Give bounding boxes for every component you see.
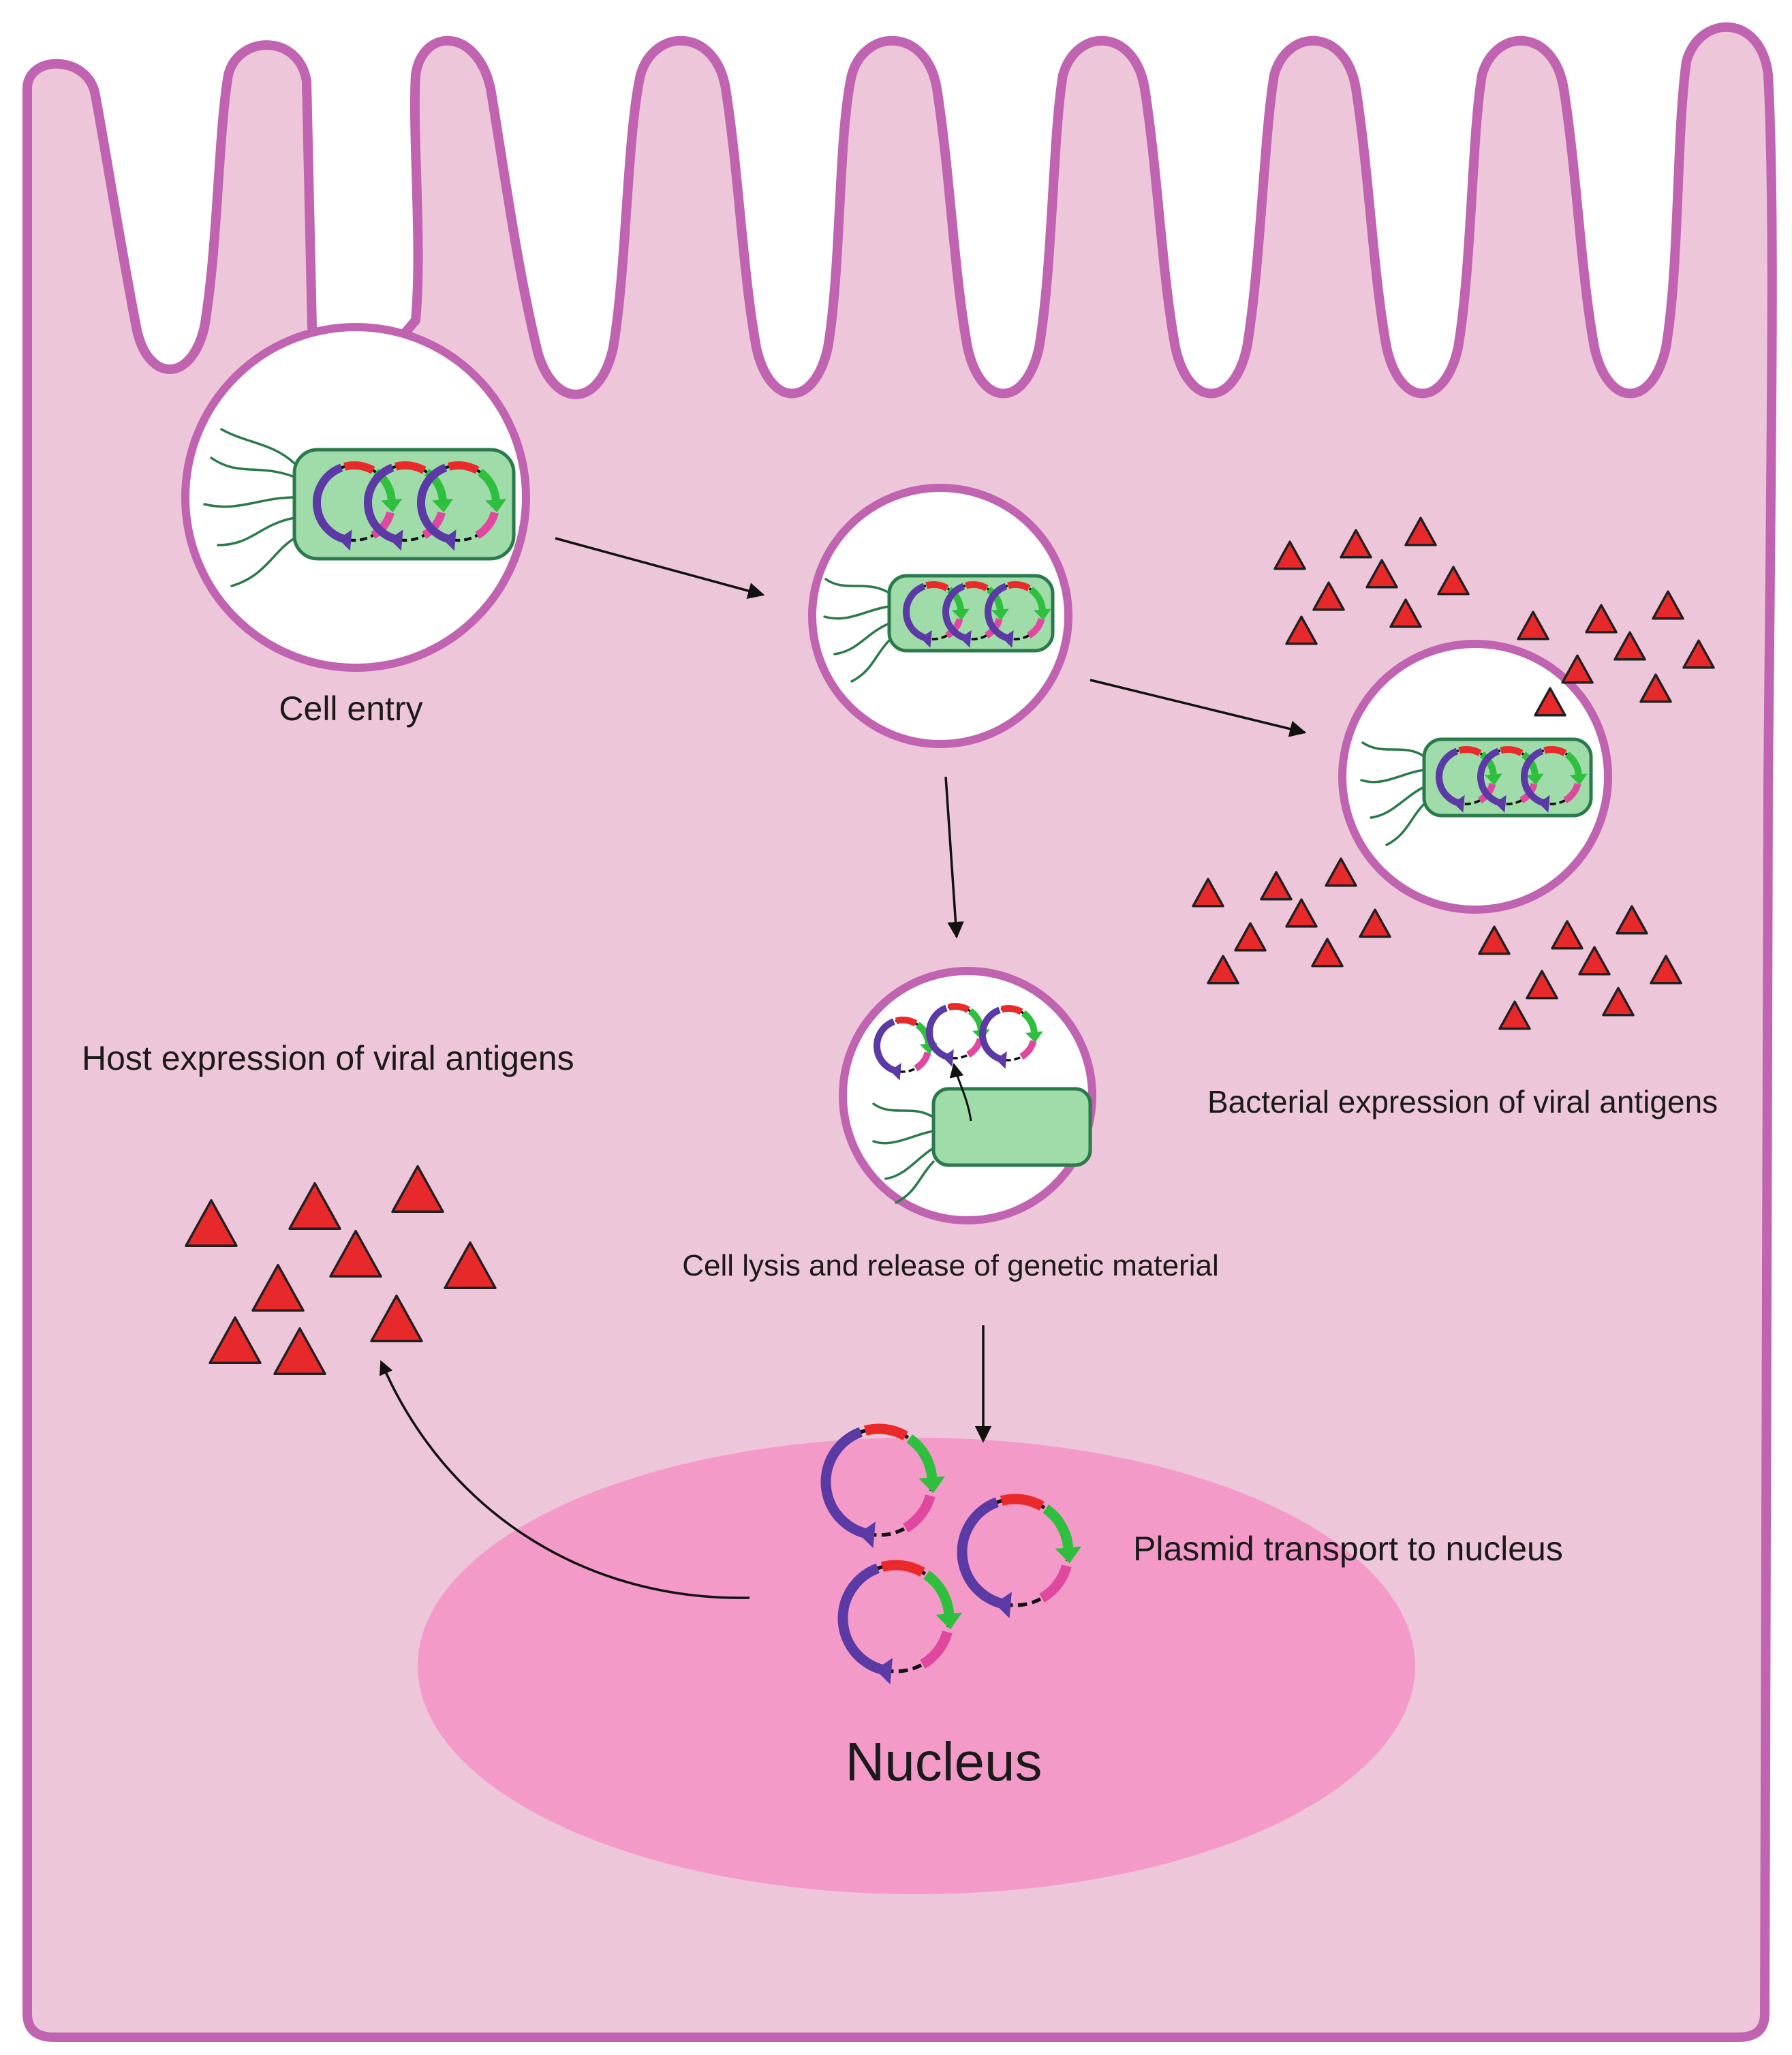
plasmid-icon <box>837 1560 963 1685</box>
label-host-expression: Host expression of viral antigens <box>82 1039 574 1077</box>
arrow-to-host-expression <box>379 1360 750 1599</box>
antigen-icon <box>1273 540 1306 570</box>
antigen-icon <box>1526 970 1558 1000</box>
antigen-icon <box>1613 631 1646 661</box>
antigen-icon <box>1578 946 1611 976</box>
antigen-icon <box>1192 878 1224 908</box>
antigen-icon <box>1616 905 1648 935</box>
label-plasmid-transport: Plasmid transport to nucleus <box>1133 1530 1563 1568</box>
antigen-icon <box>1404 516 1437 546</box>
antigen-icon <box>1517 611 1549 640</box>
antigen-icon <box>1437 566 1470 596</box>
antigen-icon <box>1359 908 1391 938</box>
antigen-icon <box>1325 857 1357 887</box>
plasmid-icon <box>417 461 507 551</box>
antigen-icon <box>1551 920 1584 950</box>
lysed-bacterium-icon <box>872 1062 1092 1204</box>
cell-entry-vacuole <box>181 323 530 672</box>
antigen-icon <box>1260 871 1293 901</box>
intracellular-vacuole <box>808 484 1072 748</box>
antigen-icon <box>251 1263 305 1312</box>
antigen-icon <box>1207 955 1239 985</box>
plasmid-icon <box>985 581 1051 648</box>
antigen-icon <box>1365 559 1398 589</box>
antigen-icon <box>1652 590 1684 620</box>
plasmid-icon <box>874 1017 938 1081</box>
antigen-icon <box>1639 673 1672 703</box>
antigen-icon <box>1498 1000 1531 1030</box>
arrow-to-bacterial-expression <box>1090 679 1307 737</box>
antigen-icon <box>1234 922 1267 952</box>
antigen-icon <box>1602 987 1635 1017</box>
label-cell-lysis: Cell lysis and release of genetic materi… <box>682 1249 1219 1282</box>
antigen-icon <box>288 1181 341 1231</box>
bacterium-icon <box>203 428 516 587</box>
antigen-icon <box>1650 955 1682 985</box>
antigen-icon <box>1534 687 1566 717</box>
antigen-icon <box>1682 639 1715 669</box>
arrow-to-lysis <box>944 776 964 939</box>
antigen-icon <box>1340 529 1372 559</box>
plasmid-icon <box>364 461 454 551</box>
antigen-icon <box>273 1327 326 1376</box>
antigen-icon <box>1312 581 1345 611</box>
arrow-entry-to-vacuole <box>555 537 765 600</box>
antigen-icon <box>1311 938 1344 968</box>
plasmid-icon <box>903 581 970 648</box>
label-nucleus: Nucleus <box>845 1731 1042 1792</box>
plasmid-icon <box>820 1423 946 1549</box>
label-cell-entry: Cell entry <box>279 690 422 728</box>
plasmid-icon <box>957 1494 1082 1619</box>
label-bacterial-expression: Bacterial expression of viral antigens <box>1207 1084 1718 1119</box>
antigen-icon <box>1285 898 1318 928</box>
antigen-icon <box>1478 925 1511 955</box>
antigen-icon <box>1389 598 1422 628</box>
antigen-icon <box>391 1164 444 1214</box>
antigen-icon <box>444 1241 497 1290</box>
antigen-icon <box>1561 654 1594 684</box>
plasmid-icon <box>979 1005 1043 1069</box>
antigen-icon <box>1285 615 1318 645</box>
antigen-icon <box>1585 604 1618 634</box>
antigen-icon <box>208 1316 262 1365</box>
antigen-icon <box>329 1229 382 1278</box>
plasmid-icon <box>1521 746 1588 813</box>
plasmid-icon <box>942 581 1009 648</box>
antigen-icon <box>185 1199 238 1248</box>
antigen-icon <box>370 1294 423 1343</box>
